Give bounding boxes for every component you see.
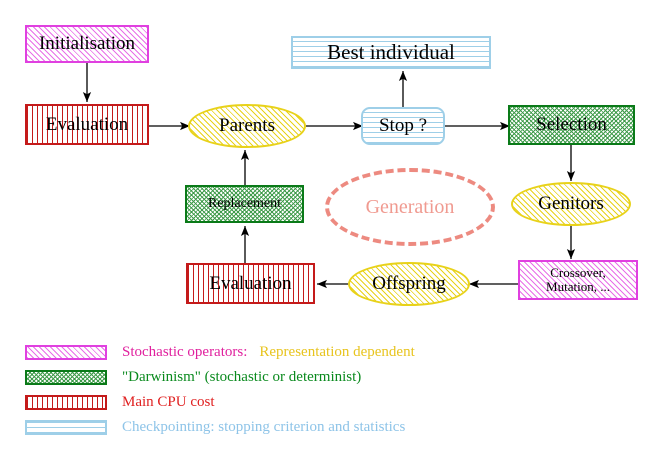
legend-label-checkpointing: Checkpointing: stopping criterion and st… bbox=[122, 419, 406, 435]
node-parents-label: Parents bbox=[219, 115, 275, 137]
legend-row: Stochastic operators: Representation depe… bbox=[0, 340, 662, 365]
legend-row: Main CPU cost bbox=[0, 390, 662, 415]
legend-swatch-red-vertical-hatch bbox=[25, 395, 107, 410]
node-evaluation-top[interactable]: Evaluation bbox=[25, 104, 149, 145]
node-stop[interactable]: Stop ? bbox=[361, 107, 445, 145]
node-evaluation-bottom-label: Evaluation bbox=[209, 272, 292, 294]
legend-row: "Darwinism" (stochastic or determinist) bbox=[0, 365, 662, 390]
node-evaluation-bottom[interactable]: Evaluation bbox=[186, 263, 315, 304]
node-genitors[interactable]: Genitors bbox=[511, 182, 631, 226]
node-selection[interactable]: Selection bbox=[508, 105, 635, 145]
legend-swatch-green-hatch bbox=[25, 370, 107, 385]
node-generation-label: Generation bbox=[365, 195, 455, 218]
node-initialisation-label: Initialisation bbox=[38, 33, 136, 55]
legend-swatch-blue-horizontal-hatch bbox=[25, 420, 107, 435]
legend-row: Checkpointing: stopping criterion and st… bbox=[0, 415, 662, 440]
node-genitors-label: Genitors bbox=[538, 193, 604, 215]
node-crossover[interactable]: Crossover, Mutation, ... bbox=[518, 260, 638, 300]
legend: Stochastic operators: Representation depe… bbox=[0, 340, 662, 440]
node-replacement-label: Replacement bbox=[207, 195, 282, 211]
node-best-individual-label: Best individual bbox=[327, 40, 455, 65]
node-evaluation-top-label: Evaluation bbox=[45, 113, 129, 135]
node-generation: Generation bbox=[325, 168, 495, 246]
node-best-individual[interactable]: Best individual bbox=[291, 36, 491, 69]
legend-text-secondary: Representation dependent bbox=[259, 344, 415, 360]
legend-swatch-magenta-hatch bbox=[25, 345, 107, 360]
node-stop-label: Stop ? bbox=[378, 115, 428, 137]
legend-label-main-cpu-cost: Main CPU cost bbox=[122, 394, 215, 410]
legend-label-stochastic-operators: Stochastic operators: Representation depe… bbox=[122, 344, 415, 361]
node-replacement[interactable]: Replacement bbox=[185, 185, 304, 223]
node-parents[interactable]: Parents bbox=[188, 104, 306, 148]
legend-text-primary: Stochastic operators: bbox=[122, 344, 248, 360]
node-crossover-label: Crossover, Mutation, ... bbox=[546, 265, 610, 294]
node-offspring-label: Offspring bbox=[372, 273, 446, 295]
legend-label-darwinism: "Darwinism" (stochastic or determinist) bbox=[122, 369, 362, 385]
node-selection-label: Selection bbox=[536, 114, 607, 136]
node-initialisation[interactable]: Initialisation bbox=[25, 25, 149, 63]
node-offspring[interactable]: Offspring bbox=[348, 262, 470, 306]
